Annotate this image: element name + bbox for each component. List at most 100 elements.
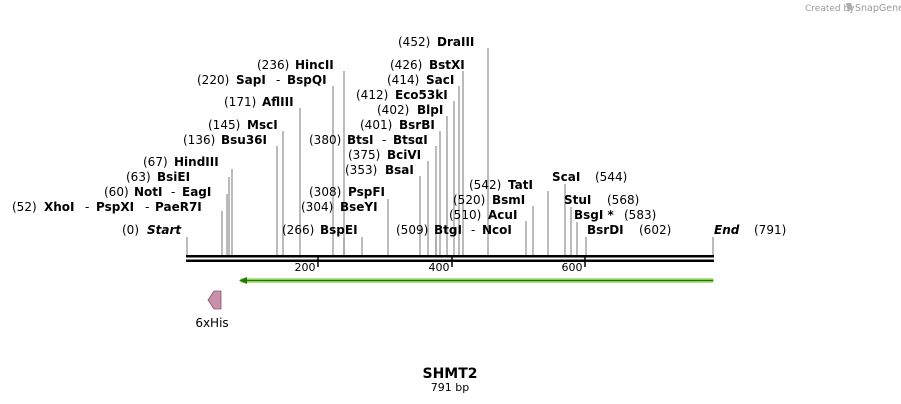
sequence-length: 791 bp xyxy=(431,381,469,394)
site-position: (236) xyxy=(257,58,289,72)
sequence-name: SHMT2 xyxy=(422,366,477,382)
feature-6xhis[interactable]: 6xHis xyxy=(195,290,229,330)
site-label-bsgi[interactable]: BsgI * (583) xyxy=(574,208,656,222)
site-label-bseyi[interactable]: (304) BseYI xyxy=(301,200,378,214)
enzyme-name: BsaI xyxy=(385,163,414,177)
enzyme-name: BsrDI xyxy=(587,223,624,237)
site-position: (266) xyxy=(282,223,314,237)
enzyme-name: BsrBI xyxy=(399,118,435,132)
snapgene-credit: Created by SnapGene xyxy=(805,3,901,14)
enzyme-name: SapI xyxy=(236,73,266,87)
enzyme-name: BspEI xyxy=(320,223,358,237)
site-position: (544) xyxy=(595,170,627,184)
site-label-hincii[interactable]: (236) HincII xyxy=(257,58,334,72)
site-position: (509) xyxy=(396,223,428,237)
enzyme-name: TatI xyxy=(508,178,533,192)
site-position: (308) xyxy=(309,185,341,199)
site-position: (67) xyxy=(143,155,168,169)
credit-prefix: Created by xyxy=(805,4,855,14)
enzyme-name: HindIII xyxy=(174,155,219,169)
enzyme-name: BseYI xyxy=(340,200,378,214)
site-position: (60) xyxy=(104,185,129,199)
site-position: (510) xyxy=(449,208,481,222)
end-label: End (791) xyxy=(714,223,786,237)
enzyme-name: StuI xyxy=(564,193,591,207)
site-label-bstxi[interactable]: (426) BstXI xyxy=(390,58,465,72)
enzyme-name: BspQI xyxy=(287,73,327,87)
site-label-bsu36i[interactable]: (136) Bsu36I xyxy=(183,133,267,147)
site-label-pspfi[interactable]: (308) PspFI xyxy=(309,185,385,199)
site-label-stui[interactable]: StuI (568) xyxy=(564,193,639,207)
site-position: (520) xyxy=(453,193,485,207)
site-lines xyxy=(186,48,714,256)
site-position: (353) xyxy=(345,163,377,177)
site-label-tati[interactable]: (542) TatI xyxy=(469,178,533,192)
enzyme-name: Eco53kI xyxy=(395,88,448,102)
site-position: (52) xyxy=(12,200,37,214)
site-position: (401) xyxy=(360,118,392,132)
site-position: (220) xyxy=(197,73,229,87)
enzyme-name: BtsαI xyxy=(393,133,428,147)
site-label-bspei[interactable]: (266) BspEI xyxy=(282,223,358,237)
site-position: (145) xyxy=(208,118,240,132)
site-label-eco53ki[interactable]: (412) Eco53kI xyxy=(356,88,448,102)
site-label-draiii[interactable]: (452) DraIII xyxy=(398,35,474,49)
site-label-btsi[interactable]: (380) BtsI - BtsαI xyxy=(309,133,428,147)
site-label-xhoi[interactable]: (52) XhoI - PspXI - PaeR7I xyxy=(12,200,202,214)
start-label: (0) Start xyxy=(122,223,182,237)
site-label-hindiii[interactable]: (67) HindIII xyxy=(143,155,219,169)
enzyme-name: XhoI xyxy=(44,200,75,214)
enzyme-name: BsmI xyxy=(492,193,525,207)
site-label-sapi[interactable]: (220) SapI - BspQI xyxy=(197,73,327,87)
site-label-bsiei[interactable]: (63) BsiEI xyxy=(126,170,190,184)
enzyme-name: AcuI xyxy=(488,208,517,222)
end-position: (791) xyxy=(754,223,786,237)
enzyme-name: Bsu36I xyxy=(221,133,267,147)
start-position: (0) xyxy=(122,223,139,237)
site-label-bsai[interactable]: (353) BsaI xyxy=(345,163,414,177)
site-position: (412) xyxy=(356,88,388,102)
site-position: (414) xyxy=(387,73,419,87)
site-label-acui[interactable]: (510) AcuI xyxy=(449,208,517,222)
enzyme-name: SacI xyxy=(426,73,454,87)
ruler-label: 200 xyxy=(295,261,316,274)
orf-arrow[interactable] xyxy=(239,277,714,284)
enzyme-name: BsgI * xyxy=(574,208,615,222)
site-position: (602) xyxy=(639,223,671,237)
site-position: (568) xyxy=(607,193,639,207)
enzyme-name: BsiEI xyxy=(157,170,190,184)
site-position: (402) xyxy=(377,103,409,117)
site-label-scai[interactable]: ScaI (544) xyxy=(552,170,627,184)
site-label-blpi[interactable]: (402) BlpI xyxy=(377,103,443,117)
site-label-afliii[interactable]: (171) AflIII xyxy=(224,95,294,109)
feature-arrow-icon xyxy=(207,290,222,310)
site-position: (171) xyxy=(224,95,256,109)
site-label-msci[interactable]: (145) MscI xyxy=(208,118,278,132)
site-labels: (52) XhoI - PspXI - PaeR7I (60) NotI - E… xyxy=(12,35,671,237)
ruler-label: 400 xyxy=(429,261,450,274)
site-label-bsrbi[interactable]: (401) BsrBI xyxy=(360,118,435,132)
enzyme-name: HincII xyxy=(295,58,334,72)
enzyme-name: PaeR7I xyxy=(155,200,202,214)
enzyme-name: BlpI xyxy=(417,103,443,117)
ruler-label: 600 xyxy=(562,261,583,274)
enzyme-name: ScaI xyxy=(552,170,580,184)
site-label-saci[interactable]: (414) SacI xyxy=(387,73,454,87)
site-position: (375) xyxy=(348,148,380,162)
site-label-bsrdi[interactable]: BsrDI (602) xyxy=(587,223,671,237)
site-label-bsmi[interactable]: (520) BsmI xyxy=(453,193,525,207)
start-name: Start xyxy=(147,223,182,237)
enzyme-name: BtsI xyxy=(347,133,374,147)
end-name: End xyxy=(714,223,740,237)
enzyme-name: BciVI xyxy=(387,148,421,162)
site-label-noti[interactable]: (60) NotI - EagI xyxy=(104,185,211,199)
snapgene-logo-icon xyxy=(846,3,853,12)
site-position: (542) xyxy=(469,178,501,192)
enzyme-name: NotI xyxy=(134,185,163,199)
site-label-bcivi[interactable]: (375) BciVI xyxy=(348,148,421,162)
enzyme-name: PspXI xyxy=(96,200,134,214)
sequence-backbone xyxy=(186,255,714,262)
site-label-btgi[interactable]: (509) BtgI - NcoI xyxy=(396,223,512,237)
site-position: (304) xyxy=(301,200,333,214)
